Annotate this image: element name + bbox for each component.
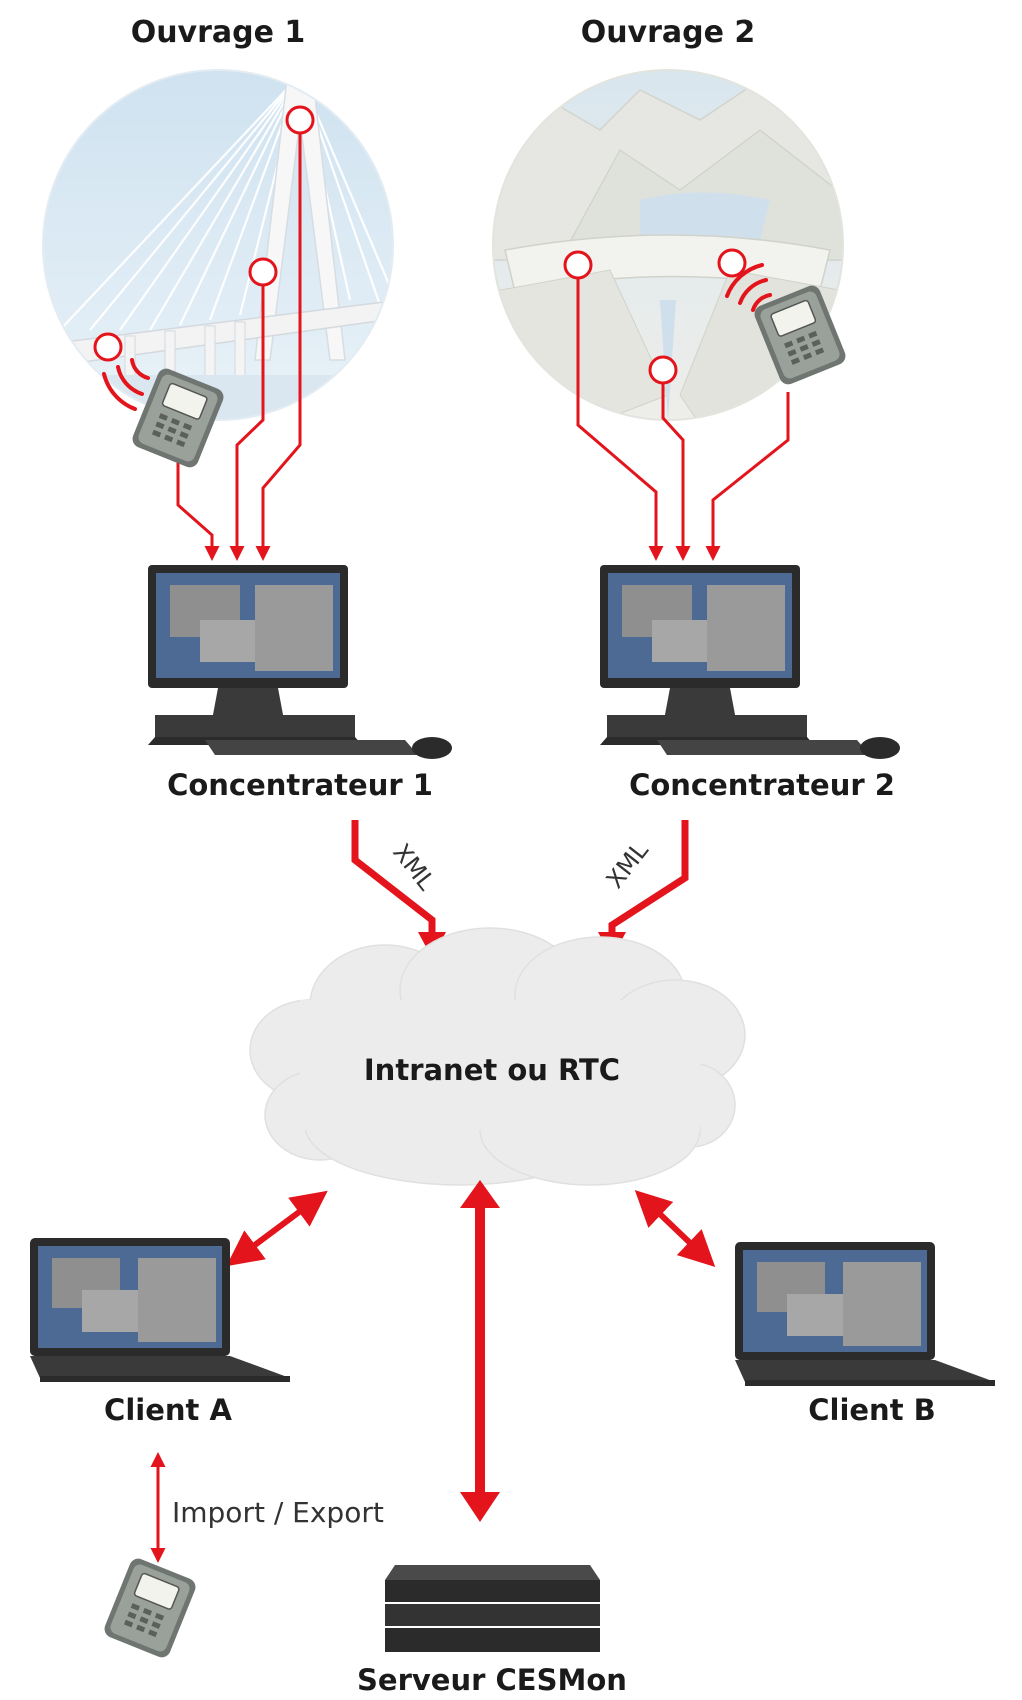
client-a-label: Client A [104,1393,232,1427]
site-2-dam-illustration [492,69,844,421]
handheld-device-icon [104,1558,196,1658]
sensor-marker [248,257,278,287]
site-1-bridge-illustration [42,69,394,421]
sync-label: Import / Export [172,1496,384,1529]
client-b-label: Client B [808,1393,936,1427]
sensor-marker [563,250,593,280]
link-server [460,1180,500,1522]
network-cloud [249,927,746,1186]
concentrator-2-computer-icon [600,565,900,759]
server-label: Serveur CESMon [357,1663,627,1697]
network-label: Intranet ou RTC [364,1053,620,1087]
sensor-marker [285,105,315,135]
concentrator-1-xml-link: XML [351,820,446,958]
client-a-laptop-icon [30,1238,290,1382]
concentrator-2-label: Concentrateur 2 [629,768,895,802]
handheld-device-icon [102,358,224,468]
sensor-marker [648,355,678,385]
server-stack-icon [385,1565,600,1652]
concentrator-1-label: Concentrateur 1 [167,768,433,802]
link-client-a [226,1190,328,1267]
concentrator-1-computer-icon [148,565,452,759]
site-1-label: Ouvrage 1 [131,15,306,50]
sensor-marker [717,248,747,278]
link-client-b [634,1190,716,1267]
site-2-label: Ouvrage 2 [581,15,756,50]
site-1-sensor-links [93,105,315,561]
site-2-sensor-links [563,248,790,561]
sensor-marker [93,332,123,362]
xml-link-label: XML [601,836,655,894]
handheld-device-icon [725,263,846,385]
client-b-laptop-icon [735,1242,995,1386]
